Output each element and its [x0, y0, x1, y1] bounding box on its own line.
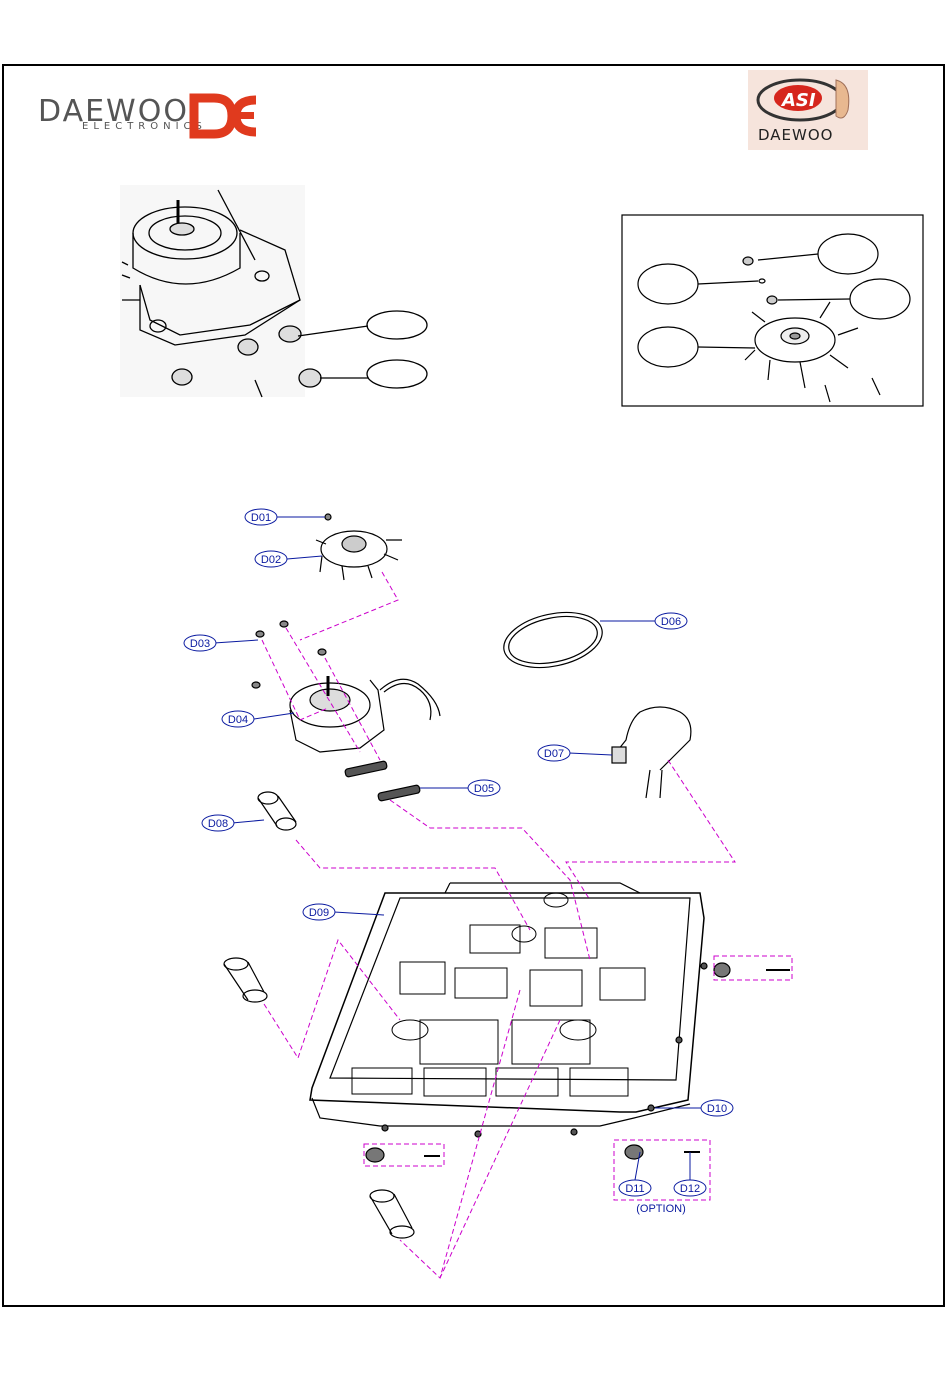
daewoo-mark-icon [194, 98, 256, 134]
callout-d02: D02 [255, 551, 287, 567]
svg-text:D09: D09 [309, 907, 329, 919]
callout-leader-lines [214, 517, 702, 1180]
svg-text:D08: D08 [208, 818, 228, 830]
svg-text:D11: D11 [625, 1183, 644, 1195]
svg-text:D01: D01 [251, 512, 271, 524]
svg-text:D06: D06 [661, 616, 681, 628]
svg-text:(OPTION): (OPTION) [636, 1203, 686, 1215]
svg-text:D03: D03 [190, 638, 210, 650]
callout-d11: D11 [619, 1180, 651, 1196]
svg-text:D07: D07 [544, 748, 564, 760]
option-label: (OPTION) [636, 1203, 686, 1215]
callout-d05: D05 [468, 780, 500, 796]
svg-text:D10: D10 [707, 1103, 727, 1115]
callout-d01: D01 [245, 509, 277, 525]
svg-text:D05: D05 [474, 783, 494, 795]
svg-text:D12: D12 [680, 1183, 700, 1195]
callout-d08: D08 [202, 815, 234, 831]
motor-detail-sketch [120, 185, 427, 397]
callout-d07: D07 [538, 745, 570, 761]
callout-d09: D09 [303, 904, 335, 920]
svg-text:D04: D04 [228, 714, 248, 726]
svg-text:D02: D02 [261, 554, 281, 566]
fan-detail-box [622, 215, 923, 406]
callout-d10: D10 [701, 1100, 733, 1116]
assembly-leader-lines [262, 572, 792, 1278]
callout-d06: D06 [655, 613, 687, 629]
callout-d04: D04 [222, 711, 254, 727]
callout-d03: D03 [184, 635, 216, 651]
main-exploded-view [224, 514, 790, 1238]
callout-d12: D12 [674, 1180, 706, 1196]
